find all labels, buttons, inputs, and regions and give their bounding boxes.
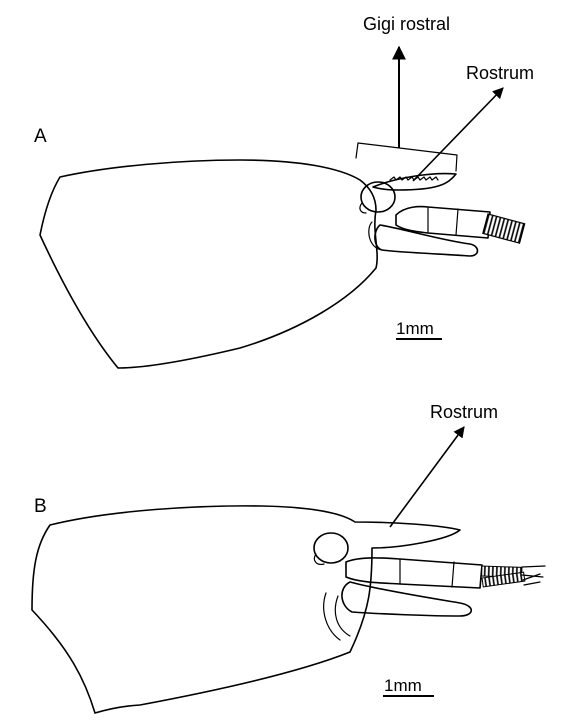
panel-a-antennal-scale (375, 225, 478, 256)
label-rostrum-a: Rostrum (466, 63, 534, 83)
panel-b-scale-bar-label: 1mm (384, 676, 422, 695)
panel-a-eye (361, 182, 395, 212)
panel-a-letter: A (34, 126, 47, 147)
panel-b-basal-segment (324, 593, 350, 640)
arrow-rostrum-b (390, 427, 464, 527)
arrow-rostrum-a (413, 88, 503, 181)
panel-a-flagellum (483, 214, 525, 243)
label-gigi-rostral: Gigi rostral (363, 14, 450, 34)
panel-a: A (34, 126, 525, 368)
panel-a-antennule (396, 207, 490, 238)
panel-a-antennule-joint-2 (456, 209, 458, 235)
panel-a-scale-bar-label: 1mm (396, 319, 434, 338)
panel-b-antennule (346, 558, 482, 588)
panel-b-scale-bar: 1mm (383, 676, 434, 696)
panel-b: B (32, 496, 545, 713)
panel-a-scale-bar: 1mm (396, 319, 442, 339)
panel-a-rostrum (373, 174, 456, 190)
panel-b-antennule-joint-2 (452, 562, 454, 587)
panel-b-eye (314, 533, 348, 563)
panel-a-bracket (356, 143, 457, 171)
panel-b-letter: B (34, 496, 47, 517)
label-rostrum-b: Rostrum (430, 402, 498, 422)
panel-a-carapace-outline (40, 160, 377, 368)
panel-b-flagellum-tips (522, 566, 545, 585)
